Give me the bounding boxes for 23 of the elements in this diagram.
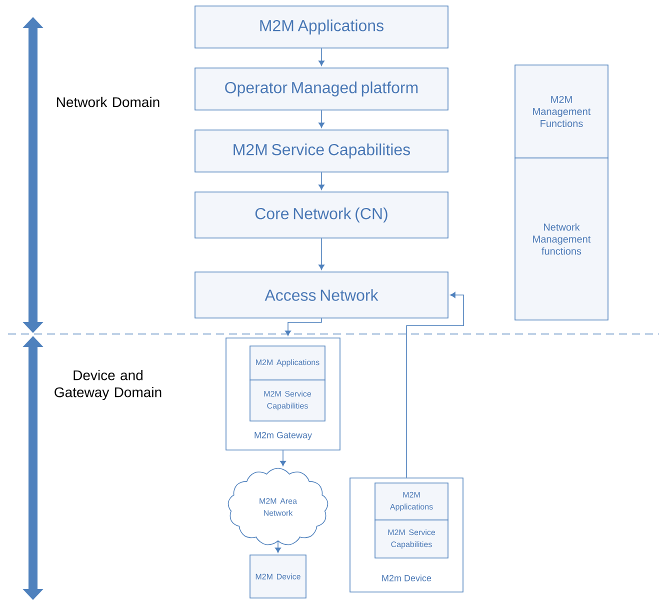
arrow [318,48,324,66]
process-box: M2M Applications [374,482,448,520]
process-box: Operator Managed platform [194,68,448,110]
arrow [275,541,281,553]
arrow [280,450,286,466]
arrow [285,318,322,336]
process-box: Access Network [194,272,448,318]
process-box: M2M Service Capabilities [250,380,326,422]
process-box: M2M Applications [194,6,448,48]
arrow [318,110,324,128]
process-box: M2M Service Capabilities [374,520,448,558]
process-box: Network Management functions [514,158,608,320]
process-box: M2M Device [250,554,306,598]
arrow [318,238,324,270]
process-box: M2M Management Functions [514,64,608,158]
domain-label: Device and Gateway Domain [54,370,162,400]
process-box: M2M Service Capabilities [194,130,448,172]
arrow [406,292,464,478]
process-box: Core Network (CN) [194,192,448,238]
network-cloud: M2M Area Network [228,468,328,546]
arrow [318,172,324,190]
process-box: M2M Applications [250,346,326,380]
domain-label: Network Domain [57,96,160,108]
